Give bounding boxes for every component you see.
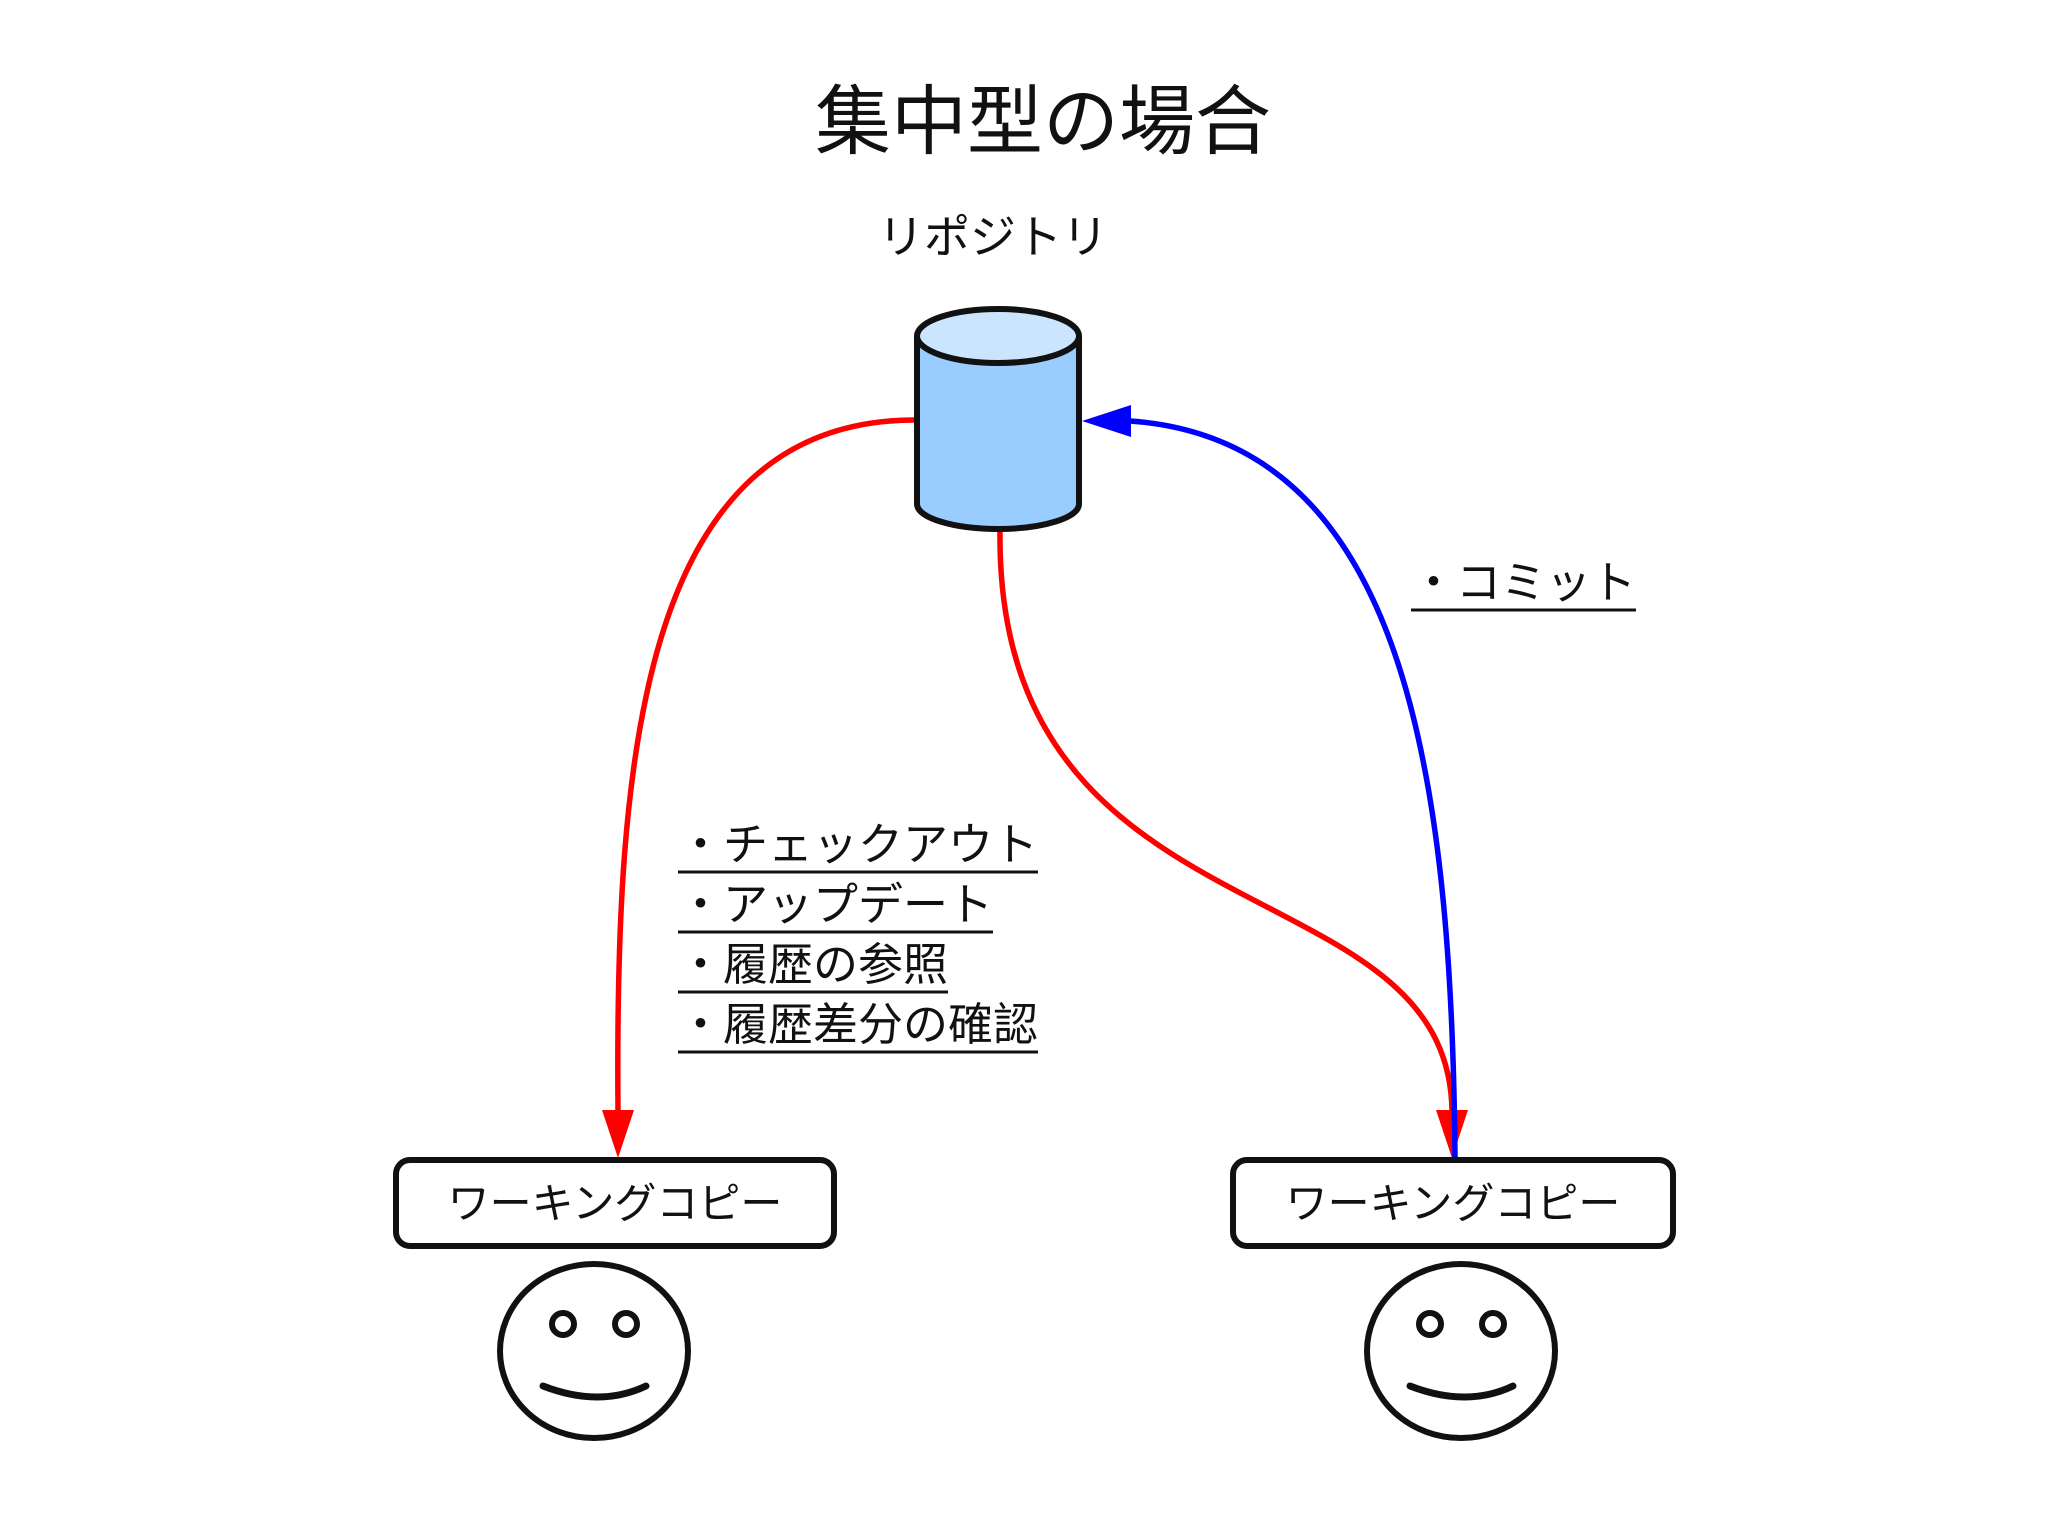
working-copy-box-right: ワーキングコピー: [1230, 1157, 1676, 1249]
diagram-title: 集中型の場合: [815, 77, 1271, 166]
operation-label: ・チェックアウト: [678, 818, 1038, 871]
smiley-face-icon: [497, 1261, 691, 1441]
working-copy-label: ワーキングコピー: [448, 1179, 783, 1228]
repository-cylinder-icon: [914, 306, 1082, 532]
commit-arrowhead: [1082, 405, 1131, 437]
working-copy-label: ワーキングコピー: [1286, 1179, 1621, 1228]
operation-label: ・アップデート: [678, 878, 993, 931]
operation-label: ・履歴差分の確認: [678, 998, 1038, 1051]
commit-operations-list: ・コミット: [1411, 556, 1637, 612]
fetch-arrow-right: [997, 529, 1455, 1113]
fetch-operations-list: ・チェックアウト・アップデート・履歴の参照・履歴差分の確認: [678, 818, 1039, 1054]
arrows: [602, 405, 1468, 1161]
operation-label: ・コミット: [1411, 556, 1636, 609]
operation-label: ・履歴の参照: [678, 938, 948, 991]
smiley-face-icon: [1364, 1261, 1558, 1441]
fetch-arrow-left: [615, 417, 916, 1113]
fetch-arrowhead-left: [602, 1110, 634, 1158]
repository-label: リポジトリ: [878, 210, 1108, 264]
working-copy-box-left: ワーキングコピー: [393, 1157, 837, 1249]
commit-arrow: [1129, 418, 1458, 1161]
